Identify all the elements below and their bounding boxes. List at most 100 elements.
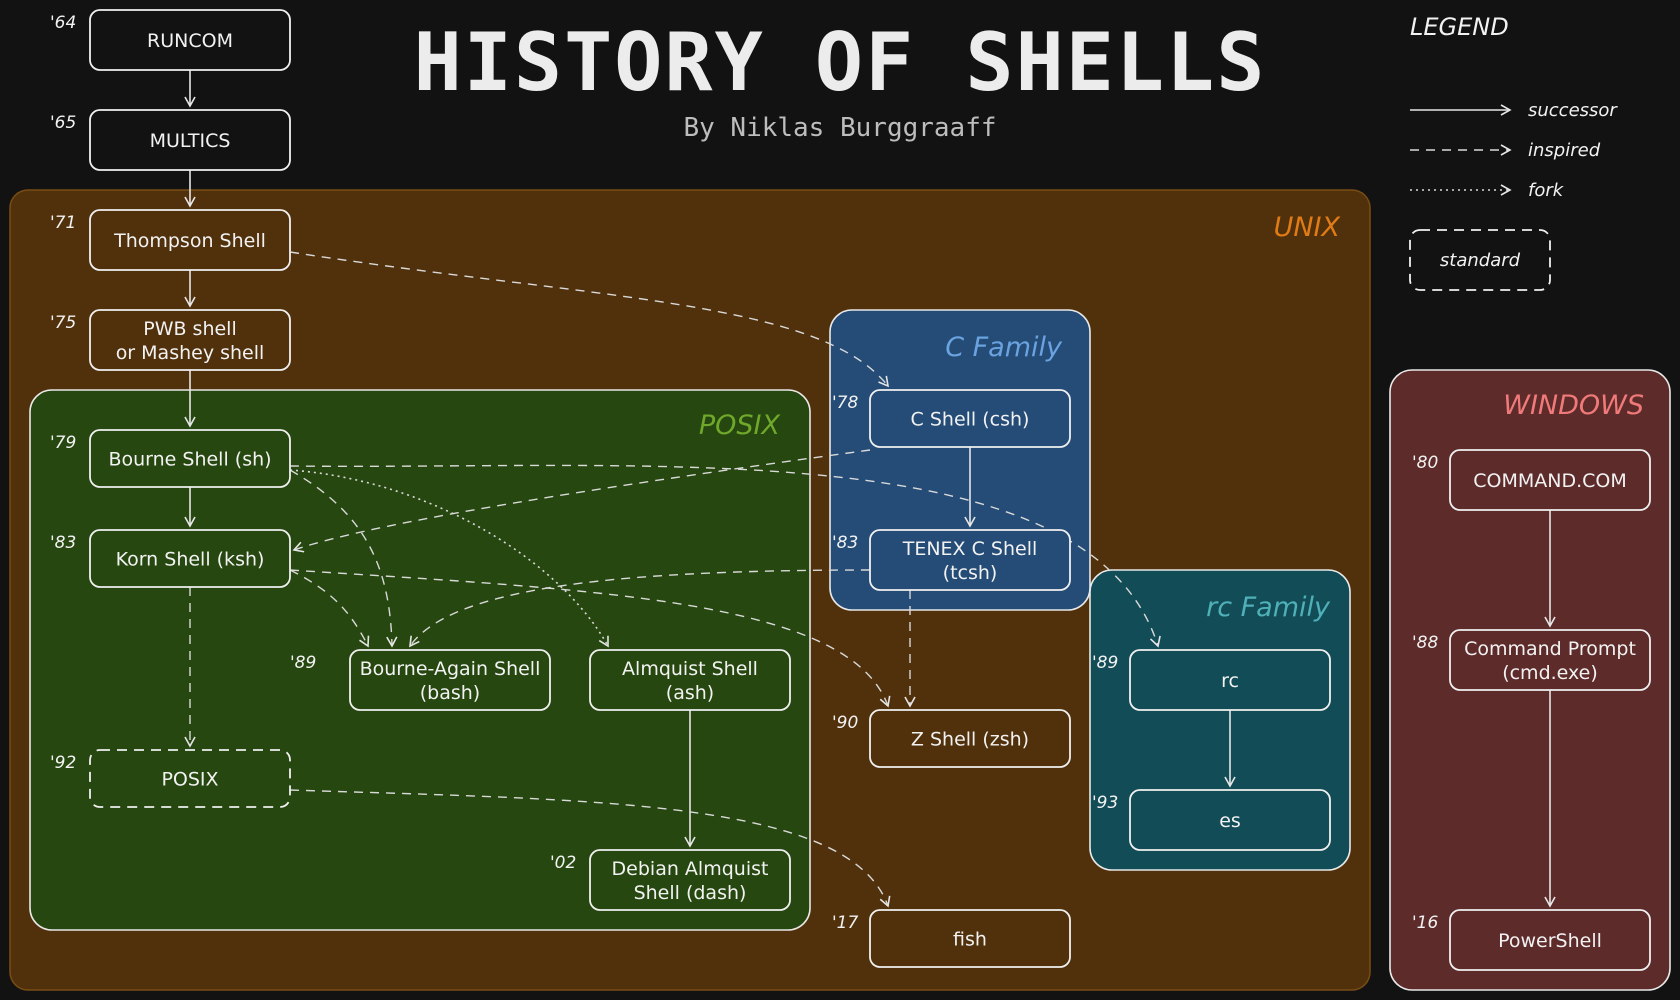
node-label-cmd-0: Command Prompt: [1464, 638, 1636, 660]
node-year-multics: '65: [50, 113, 76, 133]
node-fish: fish '17: [832, 909, 1071, 968]
node-label-ash-0: Almquist Shell: [622, 658, 758, 680]
node-year-commandcom: '80: [1412, 453, 1438, 473]
legend-standard-box: [1409, 229, 1551, 291]
node-label-korn-0: Korn Shell (ksh): [116, 549, 265, 571]
c-family-label: C Family: [945, 332, 1063, 363]
node-label-fish-0: fish: [953, 929, 987, 951]
node-year-pwb: '75: [50, 313, 76, 333]
node-label-cmd-1: (cmd.exe): [1502, 662, 1598, 684]
node-label-zsh-0: Z Shell (zsh): [911, 729, 1029, 751]
node-box-zsh: [869, 709, 1071, 768]
node-label-dash-0: Debian Almquist: [612, 858, 769, 880]
edge-inspired-tcsh-to-bash: [409, 569, 871, 648]
edges: [184, 70, 1556, 908]
edge-inspired-posix_std-to-fish: [289, 789, 891, 908]
node-box-cmd: [1449, 629, 1651, 691]
node-zsh: Z Shell (zsh)'90: [832, 709, 1071, 768]
node-box-thompson: [89, 209, 291, 271]
node-label-commandcom-0: COMMAND.COM: [1473, 470, 1627, 492]
node-label-dash-1: Shell (dash): [634, 882, 747, 904]
node-box-runcom: [89, 9, 291, 71]
node-thompson: Thompson Shell '71: [50, 209, 291, 271]
unix-label: UNIX: [1274, 212, 1341, 243]
node-label-thompson-0: Thompson Shell: [113, 230, 266, 252]
node-label-ash-1: (ash): [666, 682, 714, 704]
node-box-ash: [589, 649, 791, 711]
node-label-tcsh-1: (tcsh): [943, 562, 998, 584]
node-korn: Korn Shell (ksh) '83: [50, 529, 291, 588]
legend-inspired-label: inspired: [1528, 140, 1601, 161]
legend-successor-label: successor: [1528, 100, 1618, 121]
node-year-es: '93: [1092, 793, 1118, 813]
rc-family-label: rc Family: [1206, 592, 1331, 623]
node-label-rc-0: rc: [1221, 670, 1239, 692]
page-subtitle: By Niklas Burggraaff: [683, 113, 996, 143]
node-label-bash-1: (bash): [420, 682, 480, 704]
node-label-csh-0: C Shell (csh): [911, 409, 1030, 431]
node-box-korn: [89, 529, 291, 588]
node-year-posix_std: '92: [50, 753, 76, 773]
node-tcsh: TENEX C Shell(tcsh) '83: [832, 529, 1071, 591]
legend-fork-label: fork: [1528, 180, 1565, 201]
node-runcom: RUNCOM '64: [50, 9, 291, 71]
node-label-tcsh-0: TENEX C Shell: [902, 538, 1038, 560]
node-year-thompson: '71: [50, 213, 76, 233]
node-box-posix_std: [89, 749, 291, 808]
windows-label: WINDOWS: [1503, 390, 1644, 421]
node-box-es: [1129, 789, 1331, 851]
edge-inspired-korn-to-bash: [289, 569, 370, 648]
node-year-csh: '78: [832, 393, 858, 413]
node-commandcom: COMMAND.COM '80: [1412, 449, 1651, 511]
edge-inspired-csh-to-korn: [292, 449, 871, 553]
node-box-bourne: [89, 429, 291, 488]
node-year-bash: '89: [290, 653, 316, 673]
node-year-korn: '83: [50, 533, 76, 553]
legend-title: LEGEND: [1410, 13, 1509, 41]
node-es: es '93: [1092, 789, 1331, 851]
edge-inspired-bourne-to-rc: [289, 464, 1161, 648]
node-year-powershell: '16: [1412, 913, 1438, 933]
node-label-bourne-0: Bourne Shell (sh): [108, 449, 271, 471]
node-year-dash: '02: [550, 853, 576, 873]
node-label-posix_std-0: POSIX: [161, 769, 218, 791]
node-label-pwb-1: or Mashey shell: [116, 342, 265, 364]
node-box-multics: [89, 109, 291, 171]
node-bash: Bourne-Again Shell(bash) '89: [290, 649, 551, 711]
node-year-cmd: '88: [1412, 633, 1438, 653]
node-year-bourne: '79: [50, 433, 76, 453]
edge-inspired-korn-to-zsh: [289, 569, 891, 708]
node-label-es-0: es: [1219, 810, 1241, 832]
node-bourne: Bourne Shell (sh) '79: [50, 429, 291, 488]
node-year-rc: '89: [1092, 653, 1118, 673]
node-box-fish: [869, 909, 1071, 968]
node-label-runcom-0: RUNCOM: [147, 30, 233, 52]
node-year-tcsh: '83: [832, 533, 858, 553]
node-label-bash-0: Bourne-Again Shell: [360, 658, 541, 680]
node-cmd: Command Prompt(cmd.exe) '88: [1412, 629, 1651, 691]
node-box-dash: [589, 849, 791, 911]
node-box-tcsh: [869, 529, 1071, 591]
node-multics: MULTICS'65: [50, 109, 291, 171]
node-posix_std: POSIX '92: [50, 749, 291, 808]
node-box-commandcom: [1449, 449, 1651, 511]
node-box-bash: [349, 649, 551, 711]
node-powershell: PowerShell '16: [1412, 909, 1651, 971]
node-box-pwb: [89, 309, 291, 371]
node-year-runcom: '64: [50, 13, 76, 33]
edge-fork-bourne-to-ash: [289, 469, 609, 648]
node-label-pwb-0: PWB shell: [143, 318, 237, 340]
posix-label: POSIX: [699, 410, 781, 441]
legend: LEGEND successor inspired fork standard: [1409, 13, 1618, 291]
node-csh: C Shell (csh) '78: [832, 389, 1071, 448]
node-label-powershell-0: PowerShell: [1498, 930, 1602, 952]
page-title: HISTORY OF SHELLS: [414, 16, 1267, 109]
edge-inspired-bourne-to-bash: [289, 469, 398, 648]
node-year-fish: '17: [832, 913, 858, 933]
legend-standard-label: standard: [1440, 250, 1521, 271]
